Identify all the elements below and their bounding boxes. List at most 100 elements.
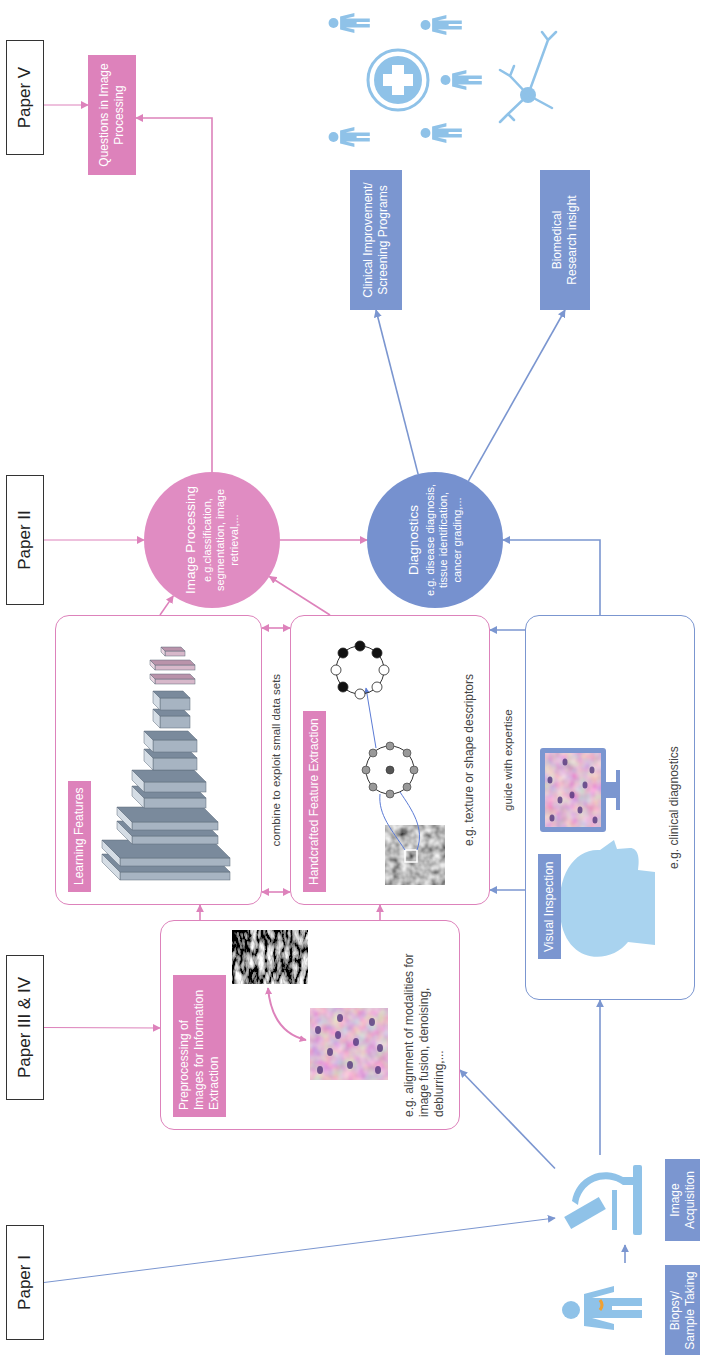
modality-images [232,930,388,1080]
lbp-illustration [336,646,384,694]
microscope-icon [564,1165,642,1235]
monitor-icon [563,759,568,766]
lbp-illustration [386,742,394,750]
cnn-illustration [161,647,185,656]
output-box: Questions in Image Processing [88,55,136,175]
box-title: Image Acquisition [665,1159,700,1241]
flow-arrow [503,540,600,615]
visual-box: Visual Inspection e.g. clinical diagnosti… [525,615,695,1000]
paper-label: Paper III & IV [6,955,44,1100]
lbp-illustration [366,688,376,748]
lbp-illustration [386,790,394,798]
box-title: Image Processing [183,486,198,594]
monitor-icon [558,797,563,804]
box-note: e.g. texture or shape descriptors [462,674,477,846]
patients-icon [421,15,462,35]
flow-arrow [460,1070,555,1169]
outcome-box: Biomedical Research insight [540,170,590,310]
box-title: Diagnostics [406,505,421,575]
paper-label: Paper II [6,475,44,605]
box-title: Clinical Improvement/ Screening Programs [361,176,391,304]
monitor-icon [540,748,620,832]
monitor-icon [616,770,620,810]
cnn-illustration [150,674,195,684]
cnn-illustration [165,651,185,656]
flow-arrow [199,905,201,920]
monitor-icon [593,817,598,824]
lbp-illustration [369,783,377,791]
modality-images [327,1048,333,1056]
cnn-illustration [150,660,195,670]
lbp-illustration [331,641,389,699]
cnn-illustration [144,782,206,792]
handcrafted-box: Handcrafted Feature Extraction e.g. textu… [290,615,490,905]
microscope-icon [633,1165,642,1235]
flow-arrow [269,576,330,615]
monitor-icon [578,807,583,814]
patients-icon [392,65,404,95]
modality-images [268,988,306,1040]
box-title: Learning Features [68,781,91,892]
flow-arrow [376,310,418,474]
monitor-icon [570,792,575,799]
monitor-icon [548,759,598,824]
monitor-icon [606,782,616,798]
lbp-illustration [362,742,418,798]
cnn-illustration [153,691,190,698]
lbp-illustration [366,746,414,794]
microscope-icon [564,1197,606,1229]
acquisition-step: Image Acquisition [555,1155,700,1245]
patient-figure [562,1301,580,1319]
cnn-illustration [132,836,218,844]
modality-images [315,1014,383,1074]
relation-note: guide with expertise [502,706,514,814]
lbp-illustration [403,783,411,791]
patient-figure [584,1286,642,1330]
patient-figure [600,1300,602,1310]
lbp-illustration [380,792,420,850]
relation-note: combine to exploit small data sets [270,671,282,850]
cnn-illustration [153,691,190,710]
microscope-icon [612,1190,617,1230]
lbp-illustration [331,665,341,675]
flow-arrow [44,1027,160,1029]
box-title: Visual Inspection [538,854,561,959]
box-title: Biomedical Research insight [550,190,580,290]
box-title: Handcrafted Feature Extraction [303,711,326,892]
observer-head [559,840,655,957]
flow-arrow [262,627,290,629]
flow-arrow [468,310,565,481]
monitor-icon [540,748,606,832]
box-note: e.g. clinical diagnostics [667,746,682,869]
box-title: Paper I [15,1255,35,1310]
flow-arrow [599,1000,601,1155]
modality-images [310,1008,388,1080]
flow-arrow [44,105,88,106]
biopsy-step: Biopsy/ Sample Taking [560,1263,700,1358]
modality-images [375,1066,381,1074]
modality-images [377,1044,383,1052]
cnn-illustration [132,770,206,792]
flow-arrow [379,905,381,920]
flow-arrow [624,1245,626,1263]
cnn-illustration [132,770,206,782]
box-note: e.g. disease diagnosis, tissue identific… [424,484,464,596]
box-title: Paper III & IV [15,977,35,1078]
paper-label: Paper I [6,1225,44,1340]
cnn-illustration [144,731,197,752]
modality-images [317,1066,323,1074]
preprocessing-box: Preprocessing of Images for Information … [160,920,460,1130]
lbp-illustration [362,766,370,774]
outcome-box: Clinical Improvement/ Screening Programs [350,170,402,310]
flow-arrow [262,891,290,893]
observer-head [559,840,655,957]
monitor-icon [545,753,601,827]
box-title: Paper II [15,510,35,570]
modality-images [335,1031,341,1039]
paper-label: Paper V [6,40,44,155]
microscope-icon [572,1172,633,1205]
cnn-illustration [120,872,230,880]
cnn-illustration [155,665,195,670]
cnn-illustration [117,807,218,822]
monitor-icon [583,782,588,789]
